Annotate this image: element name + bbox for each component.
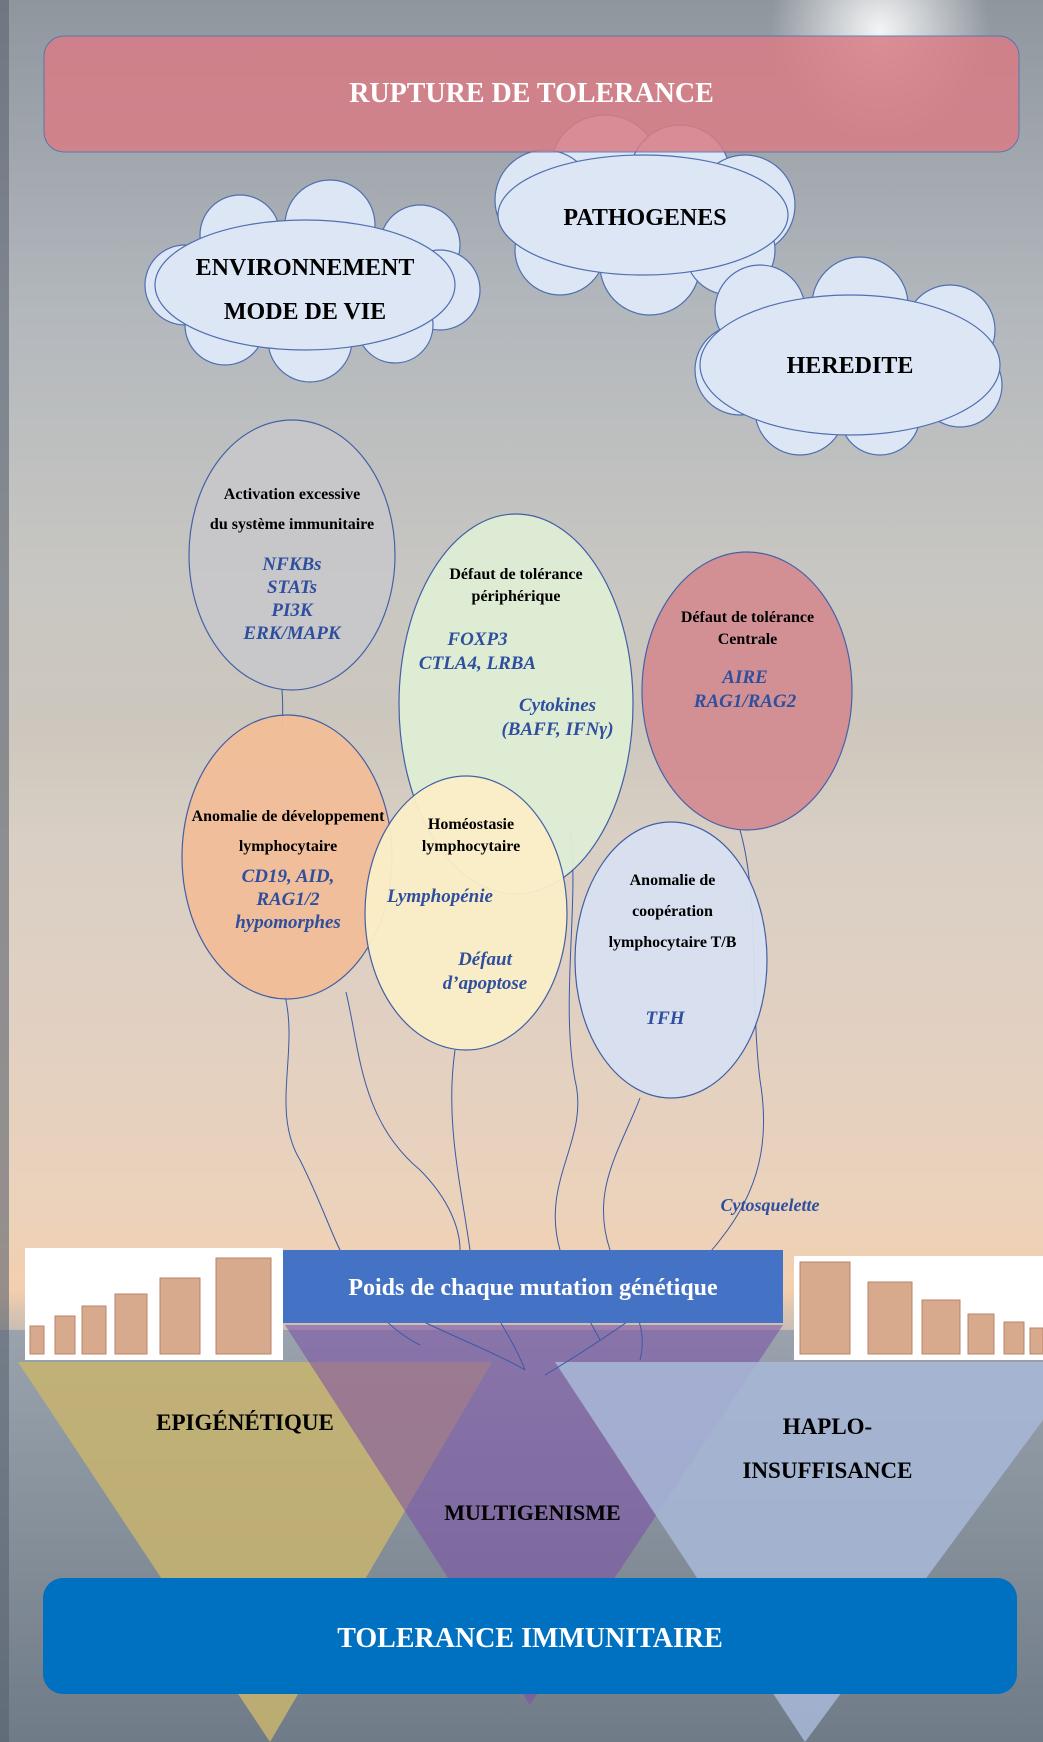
cloud-heredite [694, 256, 1003, 456]
weights-left [29, 1257, 272, 1355]
header-title: RUPTURE DE TOLERANCE [349, 78, 714, 109]
peripherique-title-line1: Défaut de tolérance [449, 566, 583, 583]
activation-gene: STATs [266, 576, 317, 598]
cloud-shapes [144, 114, 1003, 456]
peripherique-genes-line2: CTLA4, LRBA [418, 652, 537, 674]
cloud-pathogenes [494, 114, 796, 316]
cloud-environnement-line2: MODE DE VIE [223, 299, 387, 326]
cooperation-title-line2: coopération [632, 903, 713, 921]
cooperation-gene: TFH [645, 1008, 685, 1029]
cooperation-title: Anomalie de coopération lymphocytaire T/… [585, 865, 760, 959]
developpement-gene: hypomorphes [235, 912, 341, 934]
balloon-activation-text: Activation excessive du système immunita… [192, 480, 392, 645]
balloon-shapes [181, 419, 853, 1099]
peripherique-cytokines-line2: (BAFF, IFNγ) [501, 718, 614, 740]
homeostasie-apoptose: Défaut d’apoptose [430, 948, 540, 996]
cloud-environnement-line1: ENVIRONNEMENT [195, 255, 415, 281]
homeostasie-apoptose-line2: d’apoptose [442, 972, 528, 994]
funnel-haplo [555, 1362, 1043, 1742]
homeostasie-apoptose-line1: Défaut [458, 949, 512, 970]
developpement-title-line2: lymphocytaire [238, 838, 338, 856]
peripherique-title: Défaut de tolérance périphérique [416, 564, 616, 609]
funnel-haplo-line1: HAPLO- [782, 1414, 873, 1439]
cloud-pathogenes-label: PATHOGENES [563, 205, 727, 231]
cooperation-title-line3: lymphocytaire T/B [608, 934, 737, 952]
activation-genes: NFKBs STATs PI3K ERK/MAPK [192, 553, 392, 646]
homeostasie-title-line1: Homéostasie [427, 816, 515, 833]
homeostasie-title: Homéostasie lymphocytaire [381, 814, 561, 857]
cytosquelette-label: Cytosquelette [720, 1195, 820, 1215]
centrale-genes: AIRE RAG1/RAG2 [660, 666, 830, 714]
peripherique-genes: FOXP3 CTLA4, LRBA [405, 628, 550, 676]
balloon-cooperation [574, 821, 768, 1099]
activation-title-line2: du système immunitaire [209, 516, 375, 534]
footer-title: TOLERANCE IMMUNITAIRE [337, 1623, 723, 1654]
peripherique-cytokines-line1: Cytokines [518, 695, 597, 716]
centrale-title-line1: Défaut de tolérance [680, 609, 815, 626]
cloud-environnement [144, 179, 481, 383]
homeostasie-title-line2: lymphocytaire [421, 837, 521, 855]
cloud-environnement-label: ENVIRONNEMENT MODE DE VIE [170, 246, 440, 335]
weights-bar-label: Poids de chaque mutation génétique [348, 1275, 718, 1301]
centrale-genes-line2: RAG1/RAG2 [693, 690, 797, 712]
funnel-haplo-line2: INSUFFISANCE [742, 1457, 913, 1483]
weights-bar [283, 1250, 783, 1323]
balloon-centrale [641, 551, 853, 831]
developpement-genes: CD19, AID, RAG1/2 hypomorphes [183, 865, 393, 935]
activation-title-line1: Activation excessive [223, 486, 361, 503]
weights-right [799, 1261, 1043, 1355]
funnel-epigenetique-label: EPIGÉNÉTIQUE [156, 1410, 334, 1435]
activation-gene: ERK/MAPK [243, 623, 341, 645]
funnel-multigenisme-label: MULTIGENISME [444, 1500, 621, 1525]
peripherique-genes-line1: FOXP3 [447, 629, 508, 650]
cloud-heredite-label: HEREDITE [786, 353, 914, 379]
funnel-haplo-label: HAPLO- INSUFFISANCE [720, 1405, 935, 1492]
balloon-developpement-text: Anomalie de développement lymphocytaire … [183, 802, 393, 934]
left-edge [0, 0, 9, 1742]
developpement-title-line1: Anomalie de développement [191, 808, 385, 825]
balloon-homeostasie [364, 775, 568, 1051]
balloon-activation [188, 419, 396, 691]
developpement-gene: CD19, AID, [241, 865, 335, 887]
homeostasie-lymphopenie: Lymphopénie [387, 886, 493, 907]
developpement-gene: RAG1/2 [256, 888, 320, 910]
cooperation-title-line1: Anomalie de [629, 872, 716, 889]
centrale-title: Défaut de tolérance Centrale [660, 607, 835, 652]
peripherique-cytokines: Cytokines (BAFF, IFNγ) [490, 694, 625, 742]
peripherique-title-line2: périphérique [471, 588, 561, 606]
activation-gene: PI3K [271, 600, 313, 622]
footer-bar [43, 1578, 1017, 1694]
activation-gene: NFKBs [262, 553, 322, 575]
header-bar [43, 35, 1020, 153]
centrale-title-line2: Centrale [717, 631, 778, 649]
centrale-genes-line1: AIRE [722, 667, 768, 688]
